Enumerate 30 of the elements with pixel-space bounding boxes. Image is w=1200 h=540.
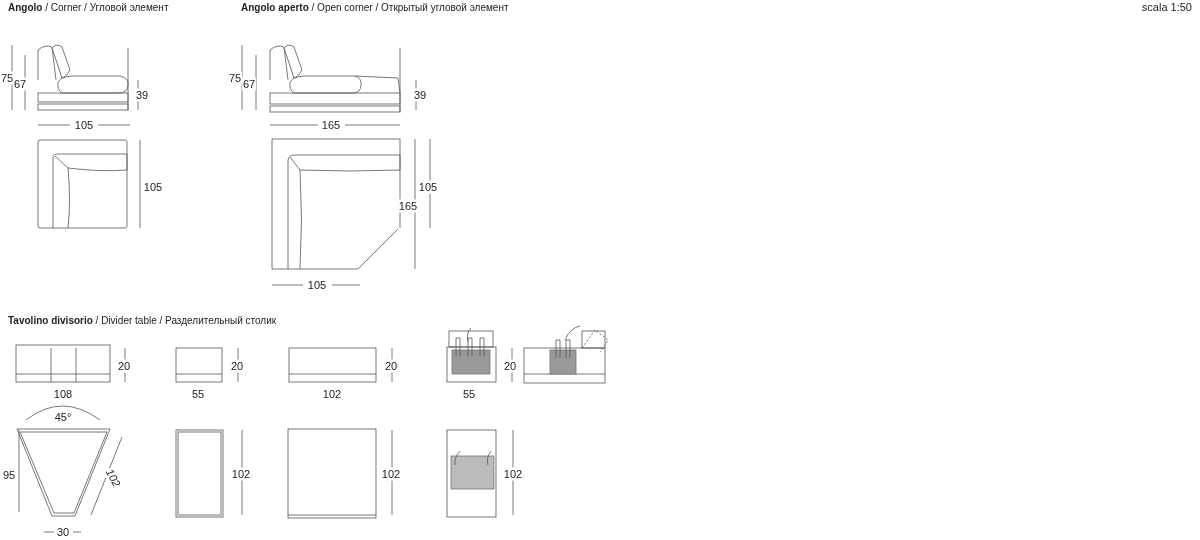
dimension-label: 20 xyxy=(383,359,399,373)
dimension-label: 45° xyxy=(53,410,73,424)
section-heading: Angolo aperto / Open corner / Открытый угловой элемент xyxy=(241,1,509,14)
dimension-label: 39 xyxy=(412,88,428,102)
dimension-label: 55 xyxy=(461,387,477,401)
section-heading: Angolo / Corner / Угловой элемент xyxy=(8,1,169,14)
dimension-label: 165 xyxy=(320,118,342,132)
dimension-label: 39 xyxy=(134,88,150,102)
dimension-label: 55 xyxy=(190,387,206,401)
dimension-label: 102 xyxy=(502,467,524,481)
dimension-label: 20 xyxy=(116,359,132,373)
scale-note: scala 1:50 xyxy=(1141,1,1192,14)
dimension-label: 108 xyxy=(52,387,74,401)
dimension-label: 102 xyxy=(380,467,402,481)
dimension-label: 105 xyxy=(73,118,95,132)
dimension-label: 105 xyxy=(142,180,164,194)
dimension-label: 165 xyxy=(397,199,419,213)
dimension-label: 67 xyxy=(241,77,257,91)
dimension-label: 105 xyxy=(306,278,328,292)
dimension-label: 95 xyxy=(1,468,17,482)
dimension-label: 20 xyxy=(229,359,245,373)
dimension-label: 102 xyxy=(321,387,343,401)
dimension-label: 30 xyxy=(55,525,71,539)
dimension-label: 75 xyxy=(0,71,15,85)
dimension-label: 20 xyxy=(502,359,518,373)
dimension-label: 67 xyxy=(12,77,28,91)
dimension-label: 75 xyxy=(227,71,243,85)
section-heading: Tavolino divisorio / Divider table / Разделительный столик xyxy=(8,314,277,327)
dimension-label: 105 xyxy=(417,180,439,194)
dimension-label: 102 xyxy=(230,467,252,481)
